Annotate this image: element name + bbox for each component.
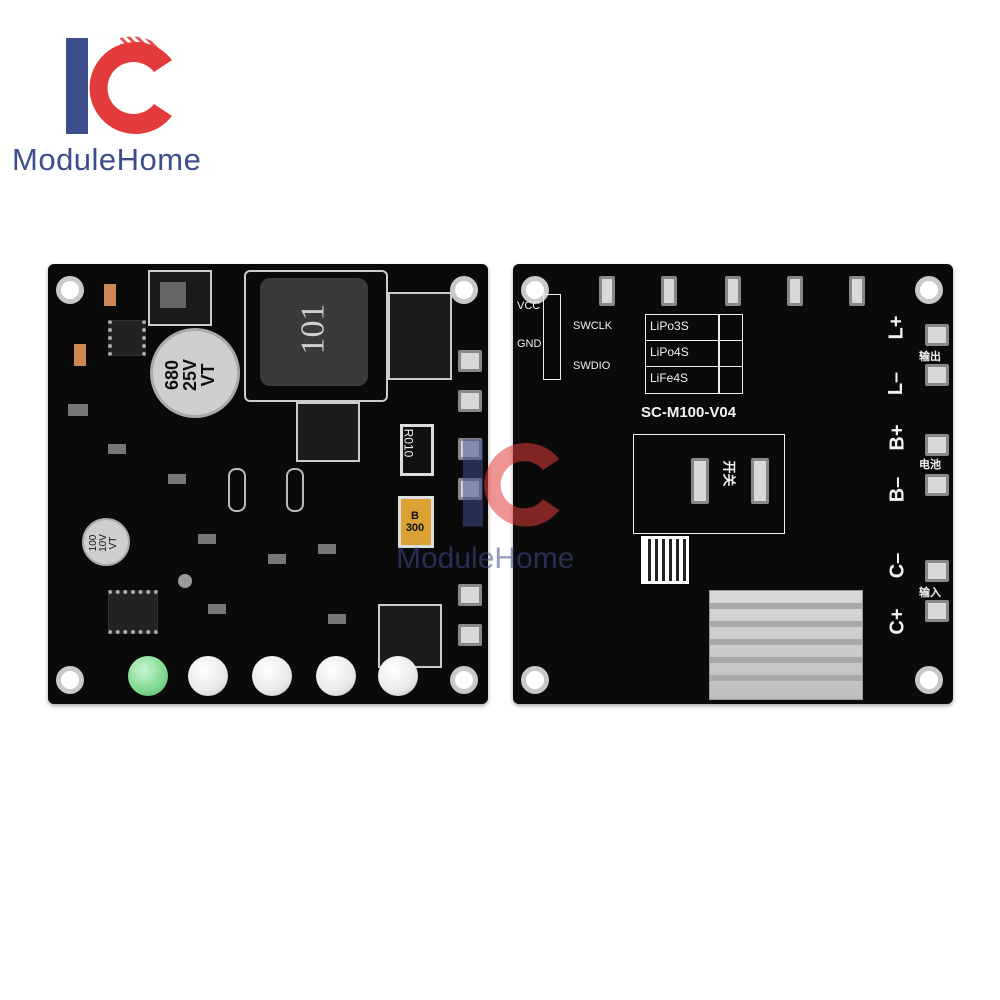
- switch-label: 开关: [721, 460, 737, 487]
- mounting-hole: [915, 666, 943, 694]
- input-pad-plus: [925, 600, 949, 622]
- brand-logo: [60, 30, 180, 140]
- through-hole-pin: [787, 276, 803, 306]
- small-capacitor-label: 100 10V VT: [88, 534, 119, 552]
- input-pad-minus: [925, 560, 949, 582]
- smd-part: [108, 444, 126, 454]
- switch-outline: [633, 434, 785, 534]
- smd-part: [74, 344, 86, 366]
- edge-pad: [458, 624, 482, 646]
- through-hole-pin: [661, 276, 677, 306]
- shunt-resistor: [400, 424, 434, 476]
- terminal-battery: 电池: [919, 459, 941, 471]
- mounting-hole: [56, 276, 84, 304]
- swdio-label: SWDIO: [573, 360, 611, 372]
- trimmer: [398, 496, 434, 548]
- driver-ic: [108, 320, 146, 356]
- inductor-core: [260, 278, 368, 386]
- watermark-text: ModuleHome: [396, 542, 575, 575]
- trimmer-marking: B 300: [405, 510, 425, 534]
- mosfet-right: [388, 292, 452, 380]
- inductor-marking: 101: [294, 303, 332, 355]
- heatsink-fin: [710, 675, 862, 681]
- slot: [286, 468, 304, 512]
- back-pcb-board: VCC GND SWCLK SWDIO LiPo3S LiPo4S LiFe4S…: [513, 264, 953, 704]
- large-capacitor-label: 680 25V VT: [162, 358, 218, 392]
- gnd-label: GND: [517, 338, 542, 350]
- mounting-hole: [56, 666, 84, 694]
- led-clear: [316, 656, 356, 696]
- mosfet-mid: [296, 402, 360, 462]
- led-clear: [378, 656, 418, 696]
- through-hole-pin: [849, 276, 865, 306]
- switch-pad: [691, 458, 709, 504]
- mounting-hole: [450, 276, 478, 304]
- through-hole-pin: [599, 276, 615, 306]
- terminal-c-plus: C+: [886, 608, 909, 635]
- smd-part: [68, 404, 88, 416]
- smd-part: [178, 574, 192, 588]
- smd-part: [104, 284, 116, 306]
- output-pad-plus: [925, 324, 949, 346]
- model-label: SC-M100-V04: [641, 404, 737, 421]
- controller-ic: [108, 590, 158, 634]
- brand-name: ModuleHome: [12, 142, 202, 177]
- qr-code: [641, 536, 689, 584]
- battery-type-table: LiPo3S LiPo4S LiFe4S: [645, 314, 743, 394]
- smd-part: [318, 544, 336, 554]
- terminal-l-minus: L–: [885, 371, 908, 396]
- terminal-output: 输出: [919, 351, 941, 363]
- heatsink-fin: [710, 603, 862, 609]
- heatsink: [709, 590, 863, 700]
- debug-header: [543, 294, 561, 380]
- smd-part: [198, 534, 216, 544]
- smd-part: [328, 614, 346, 624]
- output-pad-minus: [925, 364, 949, 386]
- led-clear: [188, 656, 228, 696]
- terminal-b-minus: B–: [886, 476, 909, 503]
- heatsink-fin: [710, 621, 862, 627]
- slot: [228, 468, 246, 512]
- terminal-input: 输入: [919, 587, 941, 599]
- heatsink-fin: [710, 639, 862, 645]
- battery-pad-minus: [925, 474, 949, 496]
- front-pcb-board: 101 680 25V VT R010 B 300 100 10V VT: [48, 264, 488, 704]
- power-inductor: [244, 270, 388, 402]
- edge-pad: [458, 350, 482, 372]
- mounting-hole: [521, 666, 549, 694]
- vcc-label: VCC: [517, 300, 541, 312]
- watermark: ModuleHome: [396, 432, 616, 582]
- smd-part: [168, 474, 186, 484]
- table-divider: [718, 315, 720, 393]
- terminal-c-minus: C–: [886, 552, 909, 579]
- mosfet-tab: [160, 282, 186, 308]
- through-hole-pin: [725, 276, 741, 306]
- heatsink-fin: [710, 657, 862, 663]
- mounting-hole: [521, 276, 549, 304]
- switch-pad: [751, 458, 769, 504]
- battery-type-life4s: LiFe4S: [650, 371, 689, 385]
- smd-part: [208, 604, 226, 614]
- battery-type-lipo3s: LiPo3S: [646, 315, 742, 341]
- swclk-label: SWCLK: [573, 320, 613, 332]
- led-clear: [252, 656, 292, 696]
- battery-type-lipo4s: LiPo4S: [646, 341, 742, 367]
- ic-logo-icon: [66, 36, 172, 134]
- watermark-ic-icon: [462, 439, 560, 527]
- small-capacitor: [82, 518, 130, 566]
- terminal-b-plus: B+: [886, 424, 909, 451]
- edge-pad: [458, 390, 482, 412]
- large-capacitor: [150, 328, 240, 418]
- mounting-hole: [450, 666, 478, 694]
- terminal-l-plus: L+: [885, 315, 908, 340]
- smd-part: [268, 554, 286, 564]
- battery-pad-plus: [925, 434, 949, 456]
- led-green: [128, 656, 168, 696]
- mounting-hole: [915, 276, 943, 304]
- edge-pad: [458, 584, 482, 606]
